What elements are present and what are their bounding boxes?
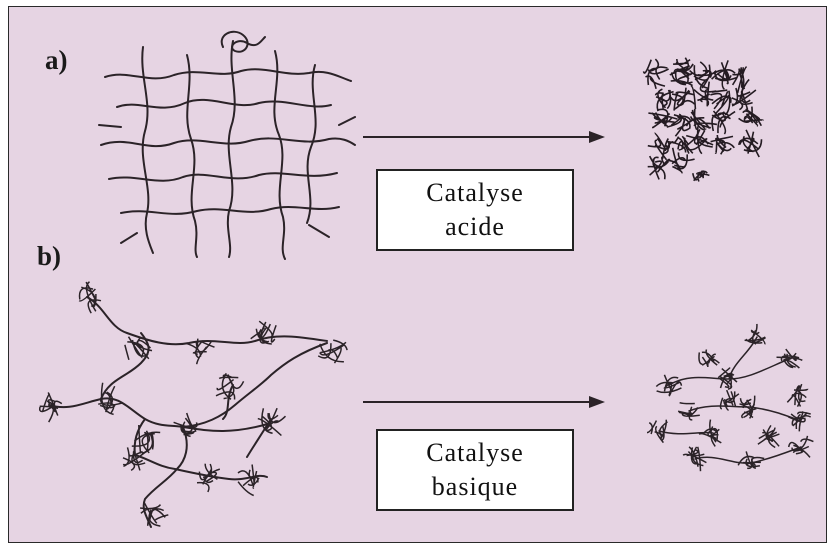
dense-cluster [739,130,762,157]
linear-polymer-network [99,32,355,259]
arrow-a [363,131,605,143]
loose-cluster [647,420,668,443]
dense-cluster [712,111,735,134]
silica-cluster [132,425,160,454]
acid-box-line-1: Catalyse [426,176,524,210]
silica-cluster [79,282,101,313]
silica-cluster [98,383,123,415]
dense-cluster [711,135,735,154]
dense-cluster [693,171,710,181]
dense-cluster [732,87,756,110]
figure-canvas: a) b) Catalyse acide Catalyse basique [8,6,827,543]
loose-cluster-product-b [647,324,813,471]
panel-b-label: b) [37,241,61,272]
loose-cluster [758,425,780,447]
branched-cluster-network [49,297,327,527]
dense-cluster-product-a [644,58,763,182]
acid-box-line-2: acide [445,210,505,244]
silica-cluster [318,340,347,363]
dense-cluster [667,136,695,153]
silica-cluster [238,465,259,496]
loose-cluster [788,411,811,431]
loose-cluster [699,350,719,368]
dense-cluster [732,67,749,93]
dense-cluster [644,59,669,89]
silica-cluster [258,408,286,435]
dense-cluster [739,107,763,126]
dense-cluster [648,133,674,160]
dense-cluster [686,126,713,153]
dense-cluster [671,88,695,111]
acid-catalysis-box: Catalyse acide [376,169,574,251]
base-catalysis-box: Catalyse basique [376,429,574,511]
arrow-b [363,396,605,408]
dense-cluster [656,89,674,111]
base-box-line-1: Catalyse [426,436,524,470]
panel-a-label: a) [45,45,68,76]
loose-cluster [787,384,807,407]
base-box-line-2: basique [432,470,518,504]
